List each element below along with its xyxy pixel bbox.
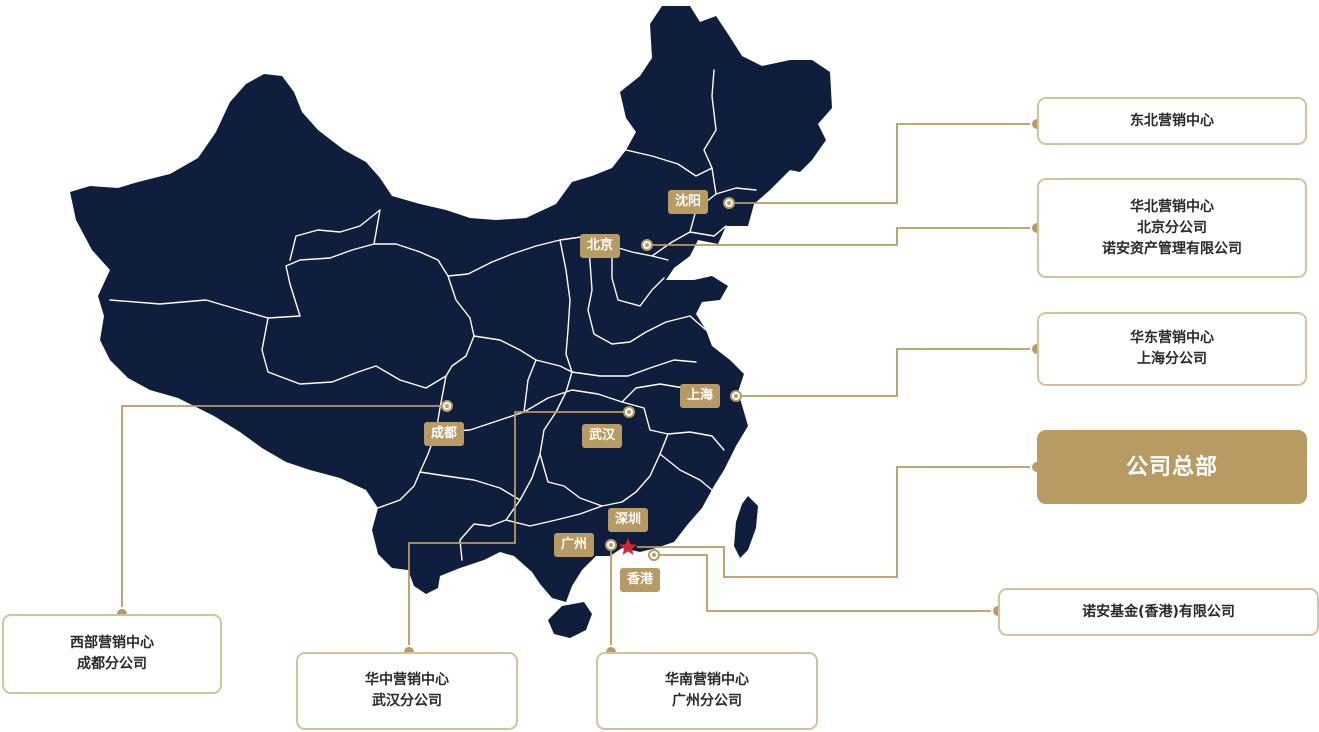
office-central-line1: 华中营销中心 (365, 672, 449, 688)
city-label-wuhan: 武汉 (582, 424, 623, 448)
office-box-hq: 公司总部 (1037, 430, 1307, 504)
office-north-line3: 诺安资产管理有限公司 (1102, 240, 1242, 257)
city-dot-wuhan (623, 406, 635, 418)
city-dot-beijing (641, 239, 653, 251)
city-label-chengdu: 成都 (424, 422, 465, 446)
city-dot-shanghai (730, 390, 742, 402)
office-box-central: 华中营销中心 武汉分公司 (296, 652, 518, 730)
office-east-line1: 华东营销中心 (1130, 330, 1214, 346)
office-north-line2: 北京分公司 (1137, 219, 1207, 236)
city-label-beijing: 北京 (580, 234, 621, 258)
city-label-shenzhen: 深圳 (608, 508, 649, 532)
office-box-northeast: 东北营销中心 (1037, 97, 1307, 145)
office-box-north: 华北营销中心 北京分公司 诺安资产管理有限公司 (1037, 178, 1307, 278)
city-label-shanghai: 上海 (680, 384, 721, 408)
city-label-shenyang: 沈阳 (668, 190, 709, 214)
city-dot-hongkong (648, 549, 660, 561)
office-hq-line1: 公司总部 (1125, 454, 1218, 480)
office-south-line2: 广州分公司 (672, 693, 742, 709)
office-northeast-line1: 东北营销中心 (1130, 112, 1214, 129)
province-borders (109, 69, 757, 561)
office-east-line2: 上海分公司 (1137, 351, 1207, 367)
city-dot-chengdu (441, 400, 453, 412)
city-label-guangzhou: 广州 (554, 533, 595, 557)
hainan-shape (548, 602, 592, 638)
city-dot-guangzhou (605, 539, 617, 551)
office-south-line1: 华南营销中心 (665, 672, 749, 688)
office-west-line2: 成都分公司 (77, 656, 147, 672)
office-box-west: 西部营销中心 成都分公司 (2, 614, 222, 694)
office-box-east: 华东营销中心 上海分公司 (1037, 312, 1307, 386)
city-dot-shenyang (723, 197, 735, 209)
taiwan-shape (734, 496, 758, 558)
office-box-hongkong: 诺安基金(香港)有限公司 (998, 588, 1319, 636)
city-label-hongkong: 香港 (620, 568, 661, 592)
office-hongkong-line1: 诺安基金(香港)有限公司 (1082, 603, 1235, 620)
office-central-line2: 武汉分公司 (372, 693, 442, 709)
office-west-line1: 西部营销中心 (70, 635, 154, 651)
leader-lines (121, 123, 1037, 652)
red-star-icon (619, 538, 637, 555)
office-box-south: 华南营销中心 广州分公司 (596, 652, 818, 730)
china-mainland-shape (70, 6, 832, 602)
office-north-line1: 华北营销中心 (1130, 198, 1214, 215)
